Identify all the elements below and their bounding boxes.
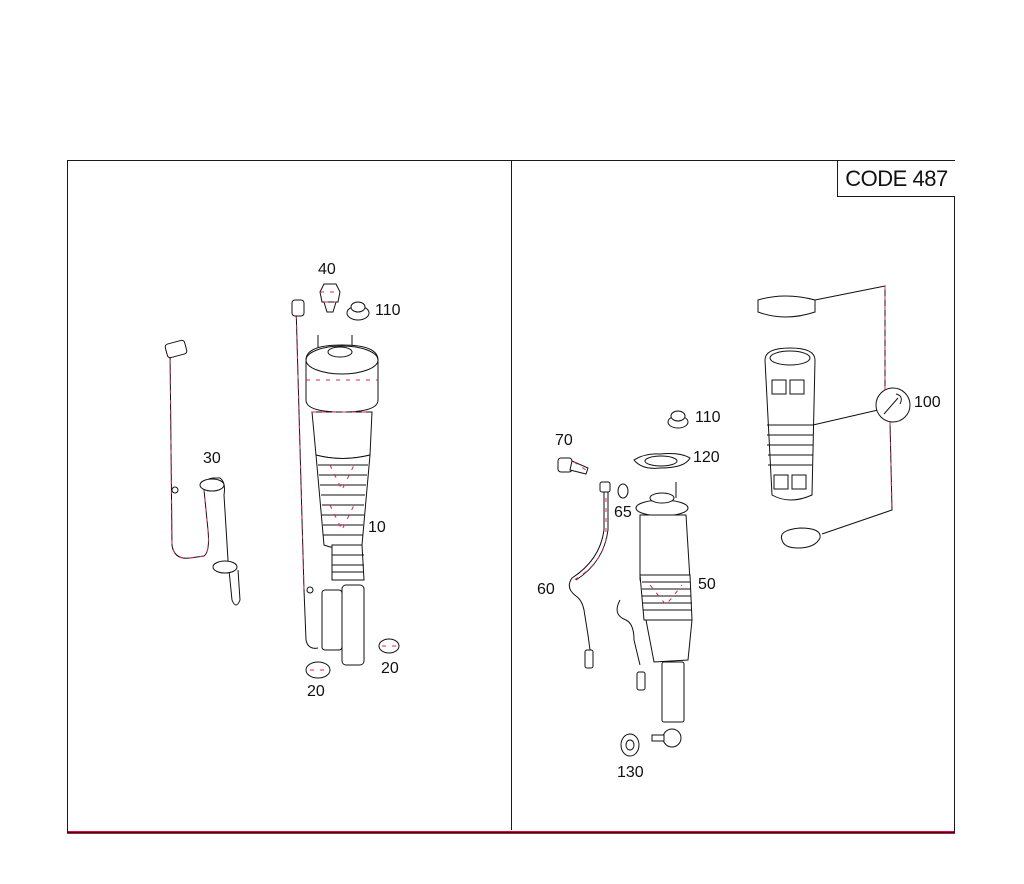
- callout-70[interactable]: 70: [555, 432, 573, 449]
- seal-ring-65-drawing[interactable]: [617, 483, 629, 499]
- callout-60[interactable]: 60: [537, 581, 555, 598]
- code-badge: CODE 487: [837, 161, 955, 197]
- nut-130-drawing[interactable]: [620, 733, 640, 757]
- panel-divider: [511, 161, 512, 830]
- bolt-70-drawing[interactable]: [557, 457, 589, 475]
- nut-110-right-drawing[interactable]: [667, 410, 689, 429]
- repair-kit-100-drawing[interactable]: [757, 285, 911, 549]
- rubber-buffer-20-right-drawing[interactable]: [378, 638, 400, 654]
- callout-120[interactable]: 120: [693, 449, 720, 466]
- sensor-cable-30-drawing[interactable]: [164, 339, 241, 606]
- strut-cable-drawing[interactable]: [291, 299, 319, 649]
- rubber-buffer-20-left-drawing[interactable]: [305, 661, 331, 679]
- callout-100[interactable]: 100: [914, 394, 941, 411]
- callout-20-left[interactable]: 20: [307, 683, 325, 700]
- callout-20-right[interactable]: 20: [381, 660, 399, 677]
- diagram-frame: [67, 160, 955, 833]
- line-60-drawing[interactable]: [568, 481, 646, 691]
- nut-110-left-drawing[interactable]: [346, 301, 370, 321]
- callout-40[interactable]: 40: [318, 261, 336, 278]
- callout-30[interactable]: 30: [203, 450, 221, 467]
- valve-40-drawing[interactable]: [319, 283, 341, 313]
- front-strut-10-drawing[interactable]: [305, 335, 379, 666]
- code-label: CODE 487: [845, 165, 948, 191]
- rear-strut-50-drawing[interactable]: [635, 482, 693, 748]
- gasket-120-drawing[interactable]: [633, 453, 691, 469]
- callout-10[interactable]: 10: [368, 519, 386, 536]
- callout-50[interactable]: 50: [698, 576, 716, 593]
- callout-110-right[interactable]: 110: [695, 409, 721, 426]
- callout-110-left[interactable]: 110: [375, 302, 401, 319]
- callout-130[interactable]: 130: [617, 764, 644, 781]
- callout-65[interactable]: 65: [614, 504, 632, 521]
